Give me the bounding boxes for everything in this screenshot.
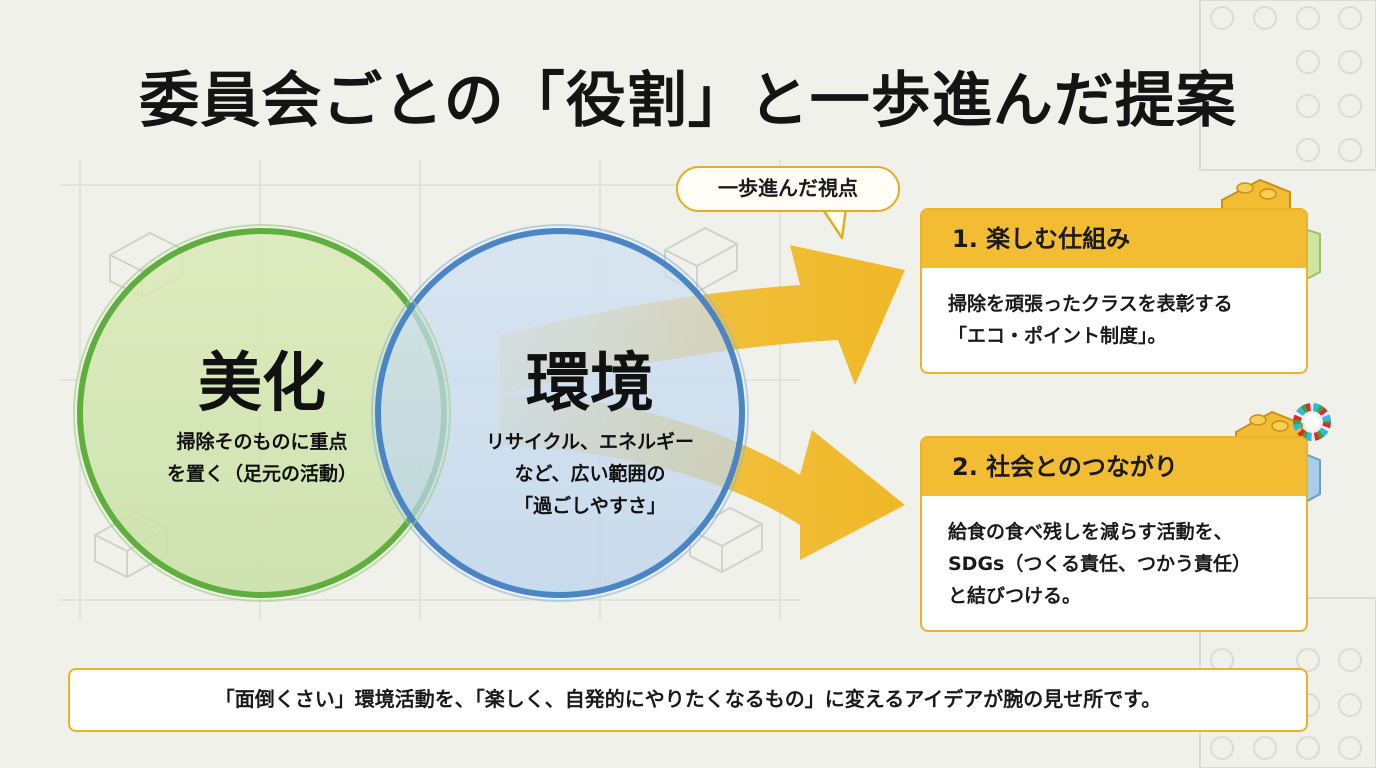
beauty-title: 美化 bbox=[198, 347, 326, 421]
beauty-desc-line2: を置く（足元の活動） bbox=[166, 463, 357, 485]
card-heading: 1. 楽しむ仕組み bbox=[922, 210, 1306, 268]
card-line: 給食の食べ残しを減らす活動を、 bbox=[948, 521, 1233, 543]
environment-title: 環境 bbox=[526, 347, 654, 421]
card-line: と結びつける。 bbox=[948, 585, 1082, 607]
card-line: 「エコ・ポイント制度」。 bbox=[948, 325, 1167, 347]
circle-environment bbox=[375, 228, 745, 598]
page-title: 委員会ごとの「役割」と一歩進んだ提案 bbox=[139, 66, 1237, 136]
card-body: 掃除を頑張ったクラスを表彰する 「エコ・ポイント制度」。 bbox=[922, 268, 1306, 352]
sdgs-wheel-icon bbox=[1293, 403, 1331, 441]
card-fun-system: 1. 楽しむ仕組み 掃除を頑張ったクラスを表彰する 「エコ・ポイント制度」。 bbox=[920, 208, 1308, 374]
footer-message: 「面倒くさい」環境活動を、「楽しく、自発的にやりたくなるもの」に変えるアイデアが… bbox=[68, 668, 1308, 732]
environment-desc-line1: リサイクル、エネルギー bbox=[485, 431, 695, 453]
callout-bubble: 一歩進んだ視点 bbox=[676, 166, 900, 212]
callout-pointer bbox=[820, 206, 848, 240]
environment-desc-line2: など、広い範囲の bbox=[514, 463, 666, 485]
card-line: SDGs（つくる責任、つかう責任） bbox=[948, 553, 1251, 575]
card-social-connection: 2. 社会とのつながり 給食の食べ残しを減らす活動を、 SDGs（つくる責任、つ… bbox=[920, 436, 1308, 632]
card-line: 掃除を頑張ったクラスを表彰する bbox=[948, 293, 1233, 315]
beauty-desc-line1: 掃除そのものに重点 bbox=[176, 431, 348, 453]
environment-desc-line3: 「過ごしやすさ」 bbox=[514, 495, 666, 517]
card-body: 給食の食べ残しを減らす活動を、 SDGs（つくる責任、つかう責任） と結びつける… bbox=[922, 496, 1306, 612]
beauty-desc: 掃除そのものに重点 を置く（足元の活動） bbox=[112, 426, 412, 490]
card-heading: 2. 社会とのつながり bbox=[922, 438, 1306, 496]
environment-desc: リサイクル、エネルギー など、広い範囲の 「過ごしやすさ」 bbox=[440, 426, 740, 522]
